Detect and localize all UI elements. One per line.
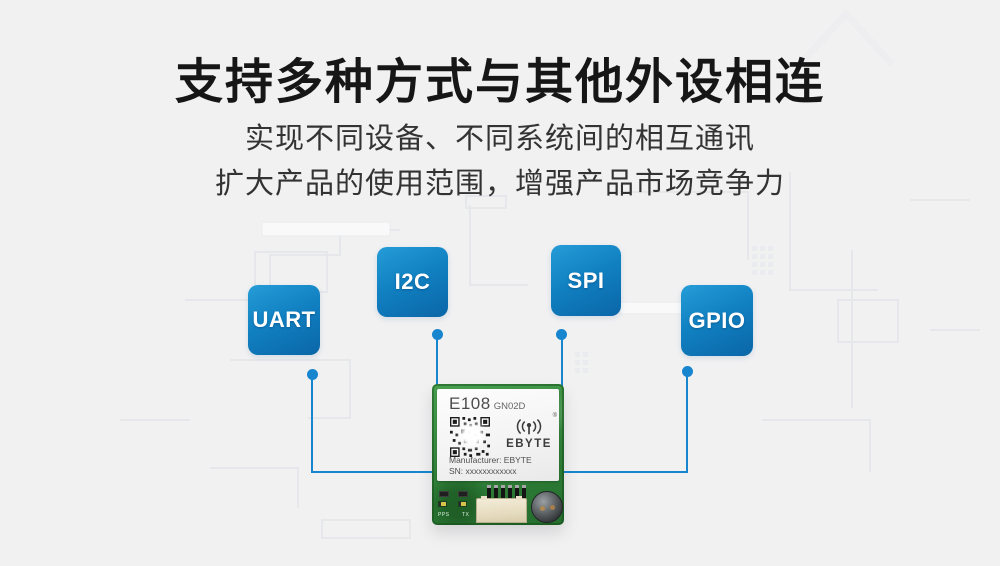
jst-connector	[476, 496, 527, 523]
manufacturer-line: Manufacturer: EBYTE	[449, 455, 532, 465]
serial-number-line: SN: xxxxxxxxxxxx	[449, 466, 517, 476]
interface-label-uart: UART	[252, 307, 316, 332]
connector-dot-uart	[307, 369, 318, 380]
pin-header	[487, 485, 526, 499]
module-model: E108	[449, 394, 491, 413]
interface-label-spi: SPI	[567, 267, 605, 293]
interface-box-spi: SPI	[551, 245, 621, 316]
pad-grid	[575, 246, 773, 373]
subtitle-line-2: 扩大产品的使用范围，增强产品市场竞争力	[214, 168, 785, 200]
interface-label-i2c: I2C	[394, 269, 431, 294]
interface-box-uart: UART	[248, 285, 320, 355]
round-metal-component	[531, 491, 563, 523]
connector-line-spi-vertical	[561, 337, 563, 389]
interface-label-gpio: GPIO	[688, 307, 746, 333]
connector-line-uart-vertical	[311, 377, 313, 473]
qr-glare-highlight	[455, 422, 485, 452]
registered-mark: ®	[552, 413, 557, 419]
silkscreen-tx: TX	[462, 512, 470, 518]
connector-dot-gpio	[682, 366, 693, 377]
connector-dot-i2c	[432, 329, 443, 340]
connector-line-gpio-horizontal	[562, 471, 688, 473]
antenna-icon	[516, 418, 542, 435]
connector-dot-spi	[556, 329, 567, 340]
connector-line-gpio-vertical	[686, 374, 688, 473]
page-title: 支持多种方式与其他外设相连	[174, 56, 825, 109]
smd-chips	[439, 491, 468, 497]
interface-box-gpio: GPIO	[681, 285, 753, 356]
connector-line-uart-horizontal	[311, 471, 437, 473]
background-chevron	[797, 10, 895, 67]
brand-block: ® EBYTE	[501, 413, 557, 450]
module-variant: GN02D	[493, 401, 526, 412]
interface-box-i2c: I2C	[377, 247, 448, 317]
silkscreen-pps: PPS	[438, 512, 450, 518]
brand-name: EBYTE	[506, 438, 552, 450]
smd-leds	[438, 501, 467, 507]
subtitle-line-1: 实现不同设备、不同系统间的相互通讯	[244, 123, 755, 155]
connector-line-i2c-vertical	[436, 337, 438, 389]
